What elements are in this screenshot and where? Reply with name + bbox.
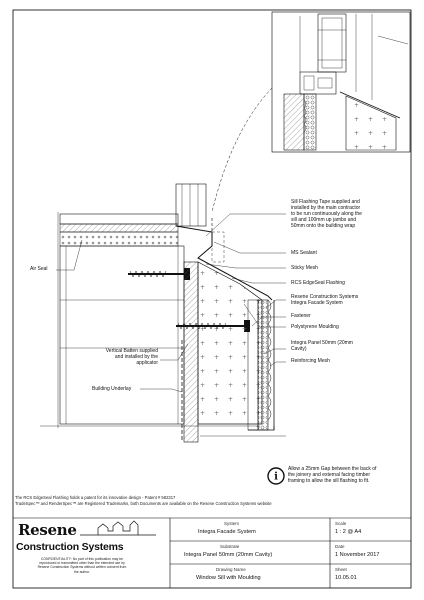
drawing-name-caption: Drawing Name <box>216 567 246 572</box>
label-rcs-integra: Resene Construction Systems Integra Faca… <box>291 294 359 306</box>
substrate-value: Integra Panel 50mm (20mm Cavity) <box>184 552 273 558</box>
leader-lines <box>56 213 286 393</box>
info-icon: i <box>267 467 285 485</box>
date-caption: Date <box>335 544 345 549</box>
label-sticky-mesh: Sticky Mesh <box>291 265 318 271</box>
label-rcs-edgeseal: RCS EdgeSeal Flashing <box>291 280 345 286</box>
date-value: 1 November 2017 <box>335 552 380 558</box>
label-polystyrene: Polystyrene Moulding <box>291 324 339 330</box>
system-value: Integra Facade System <box>198 529 256 535</box>
label-reinforcing-mesh: Reinforcing Mesh <box>291 358 330 364</box>
label-gap-note: Allow a 25mm Gap between the back of the… <box>288 466 377 484</box>
label-ms-sealant: MS Sealant <box>291 250 317 256</box>
sheet-caption: Sheet <box>335 567 347 572</box>
substrate-caption: Substrate <box>220 544 240 549</box>
confidentiality-note: CONFIDENTIALITY: No part of this publica… <box>37 557 127 574</box>
label-vertical-batten: Vertical Batten supplied and installed b… <box>105 348 158 366</box>
system-caption: System <box>224 521 240 526</box>
sheet-value: 10.05.01 <box>335 575 357 581</box>
logo-brand: Resene <box>18 521 77 539</box>
page-border <box>12 9 412 589</box>
inset-detail <box>271 11 411 153</box>
footnote-trademarks: TradeSpec™ and RenderSpec™ are Registere… <box>15 501 272 506</box>
footnote-patent: The RCS EdgeSeal Flashing holds a patent… <box>15 495 176 500</box>
drawing-name-value: Window Sill with Moulding <box>196 575 261 581</box>
title-block-grid <box>13 517 411 588</box>
label-sill-flashing-tape: Sill Flashing Tape supplied and installe… <box>291 199 362 229</box>
main-section <box>40 183 286 443</box>
label-fastener: Fastener <box>291 313 311 319</box>
scale-value: 1 : 2 @ A4 <box>335 529 362 535</box>
callout-arc <box>211 87 273 213</box>
label-integra-panel: Integra Panel 50mm (20mm Cavity) <box>291 340 353 352</box>
logo-skyline <box>80 520 156 536</box>
svg-text:i: i <box>274 472 278 483</box>
label-building-underlay: Building Underlay <box>92 386 132 392</box>
logo-subtitle: Construction Systems <box>16 541 124 553</box>
scale-caption: Scale <box>335 521 347 526</box>
label-air-seal: Air Seal <box>30 266 48 272</box>
